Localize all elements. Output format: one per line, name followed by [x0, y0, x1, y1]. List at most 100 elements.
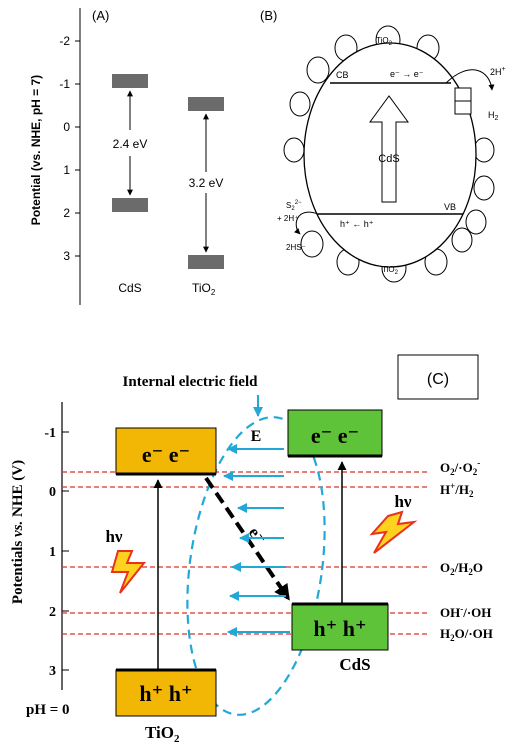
oxidation-arrow [294, 211, 319, 235]
panel-b-s2-sup: 2− [295, 200, 302, 206]
tio2-cb-electrons: e⁻ e⁻ [142, 442, 190, 467]
field-label: E [251, 428, 262, 445]
panel-c: (C) Internal electric field -1 0 1 2 3 P… [10, 354, 493, 745]
panel-b-tio2-bottom-sub: 2 [395, 270, 399, 276]
lvl-sub2: 2 [469, 489, 474, 499]
tick-label: -2 [59, 34, 70, 48]
panel-b-proton: 2H+ [490, 66, 506, 77]
lvl-sub: 2 [450, 467, 455, 477]
hv-bolt-right-icon [369, 510, 418, 554]
lvl-tail: /H [454, 560, 469, 575]
lvl-sup: + [450, 481, 455, 491]
tick-label: 1 [49, 545, 56, 560]
panel-b: (B) CB e⁻ → e⁻ VB h⁺ ← h⁺ C [260, 8, 506, 283]
hv-label-right: hν [394, 492, 411, 511]
panel-b-vb-label: VB [444, 202, 456, 212]
tio2-label-main: TiO [192, 281, 211, 295]
tio2-valence-band [188, 255, 224, 269]
redox-label-oh: OH-/·OH [440, 604, 491, 620]
panel-b-cb-label: CB [336, 70, 349, 80]
lvl-tail2: O [473, 560, 483, 575]
panel-b-h2-sub: 2 [495, 115, 499, 122]
tio2-particle [289, 91, 311, 117]
axis-label-main: Potentials [10, 537, 26, 604]
tio2-cb-box [115, 427, 217, 475]
tio2-label: TiO2 [192, 281, 216, 297]
tio2-conduction-band [188, 97, 224, 111]
cds-vb-holes: h⁺ h⁺ [313, 616, 366, 641]
redox-label-o2-h2o: O2/H2O [440, 560, 483, 577]
lvl-main: O [440, 460, 450, 475]
panel-c-label-box [397, 354, 479, 400]
panel-b-label: (B) [260, 8, 277, 23]
tick-label: 3 [49, 664, 56, 679]
lvl-main: O [440, 560, 450, 575]
tio2-name-main: TiO [145, 723, 174, 742]
panel-a-axis-label: Potential (vs. NHE, pH = 7) [29, 75, 43, 225]
panel-b-proton-sup: + [502, 66, 506, 73]
panel-b-hs: 2HS⁻ [286, 243, 306, 252]
lvl-sub: 2 [450, 567, 455, 577]
panel-b-tio2-top: TiO2 [376, 36, 393, 47]
cds-cb-box [287, 409, 383, 457]
cds-valence-band [112, 198, 148, 212]
lvl-sup: - [460, 604, 463, 614]
tio2-particle [473, 137, 495, 163]
tio2-vb-holes: h⁺ h⁺ [139, 681, 192, 706]
tio2-particle [283, 137, 305, 163]
lvl-sub2: 2 [468, 567, 473, 577]
panel-b-s2: S22− [286, 200, 302, 212]
tio2-particle [473, 175, 495, 201]
tick-label: 0 [49, 485, 56, 500]
lvl-sub: 2 [450, 633, 455, 643]
tick-label: 0 [63, 120, 70, 134]
excitation-arrow [369, 95, 409, 203]
tio2-vb-box [115, 669, 217, 717]
tick-label: -1 [44, 426, 56, 441]
panel-b-s2-main: S [286, 201, 291, 210]
tick-label: 3 [63, 249, 70, 263]
panel-b-h2-main: H [488, 110, 495, 120]
tio2-particle [451, 227, 473, 253]
hv-label-left: hν [105, 527, 122, 546]
field-arrows [223, 395, 290, 637]
interface-ellipse [186, 416, 326, 716]
reduction-arrow [445, 69, 495, 91]
tio2-label-sub: 2 [211, 288, 216, 297]
lvl-tail: /·OH [462, 605, 491, 620]
electron-transfer-label: e⁻ [245, 524, 270, 548]
tio2-name: TiO2 [145, 723, 180, 745]
panel-b-hole-transfer: h⁺ ← h⁺ [340, 219, 374, 229]
panel-b-s2-sub: 2 [291, 206, 295, 212]
lvl-tail: O/·OH [455, 626, 493, 641]
panel-a-ticks: -2 -1 0 1 2 3 [59, 34, 80, 263]
lvl-main: H [440, 482, 450, 497]
lvl-main: OH [440, 605, 460, 620]
lvl-tail: /H [454, 482, 469, 497]
lvl-tail: /·O [454, 460, 473, 475]
panel-b-h2: H2 [488, 110, 499, 122]
cds-name: CdS [339, 655, 370, 674]
cds-label: CdS [118, 281, 141, 295]
lvl-sub2: 2 [473, 467, 478, 477]
tio2-name-sub: 2 [174, 733, 180, 745]
cds-conduction-band [112, 74, 148, 88]
tio2-gap-label: 3.2 eV [189, 176, 224, 190]
tick-label: 1 [63, 163, 70, 177]
panel-a: (A) -2 -1 0 1 2 3 Potential (vs. NHE, pH… [29, 8, 224, 305]
redox-label-h2o-oh: H2O/·OH [440, 626, 493, 643]
lvl-main: H [440, 626, 450, 641]
panel-b-tio2-top-sub: 2 [389, 41, 393, 47]
panel-b-proton-main: 2H [490, 67, 502, 77]
tio2-particle [306, 56, 330, 84]
panel-c-ticks: -1 0 1 2 3 [44, 426, 69, 679]
lvl-sup: - [477, 458, 480, 468]
tick-label: -1 [59, 77, 70, 91]
tick-label: 2 [49, 605, 56, 620]
panel-b-core-label: CdS [378, 153, 399, 165]
panel-c-title: Internal electric field [123, 374, 259, 390]
axis-label-tail: NHE (V) [10, 460, 26, 521]
panel-a-label: (A) [92, 8, 109, 23]
axis-label-vs: vs. [10, 521, 26, 537]
tick-label: 2 [63, 206, 70, 220]
